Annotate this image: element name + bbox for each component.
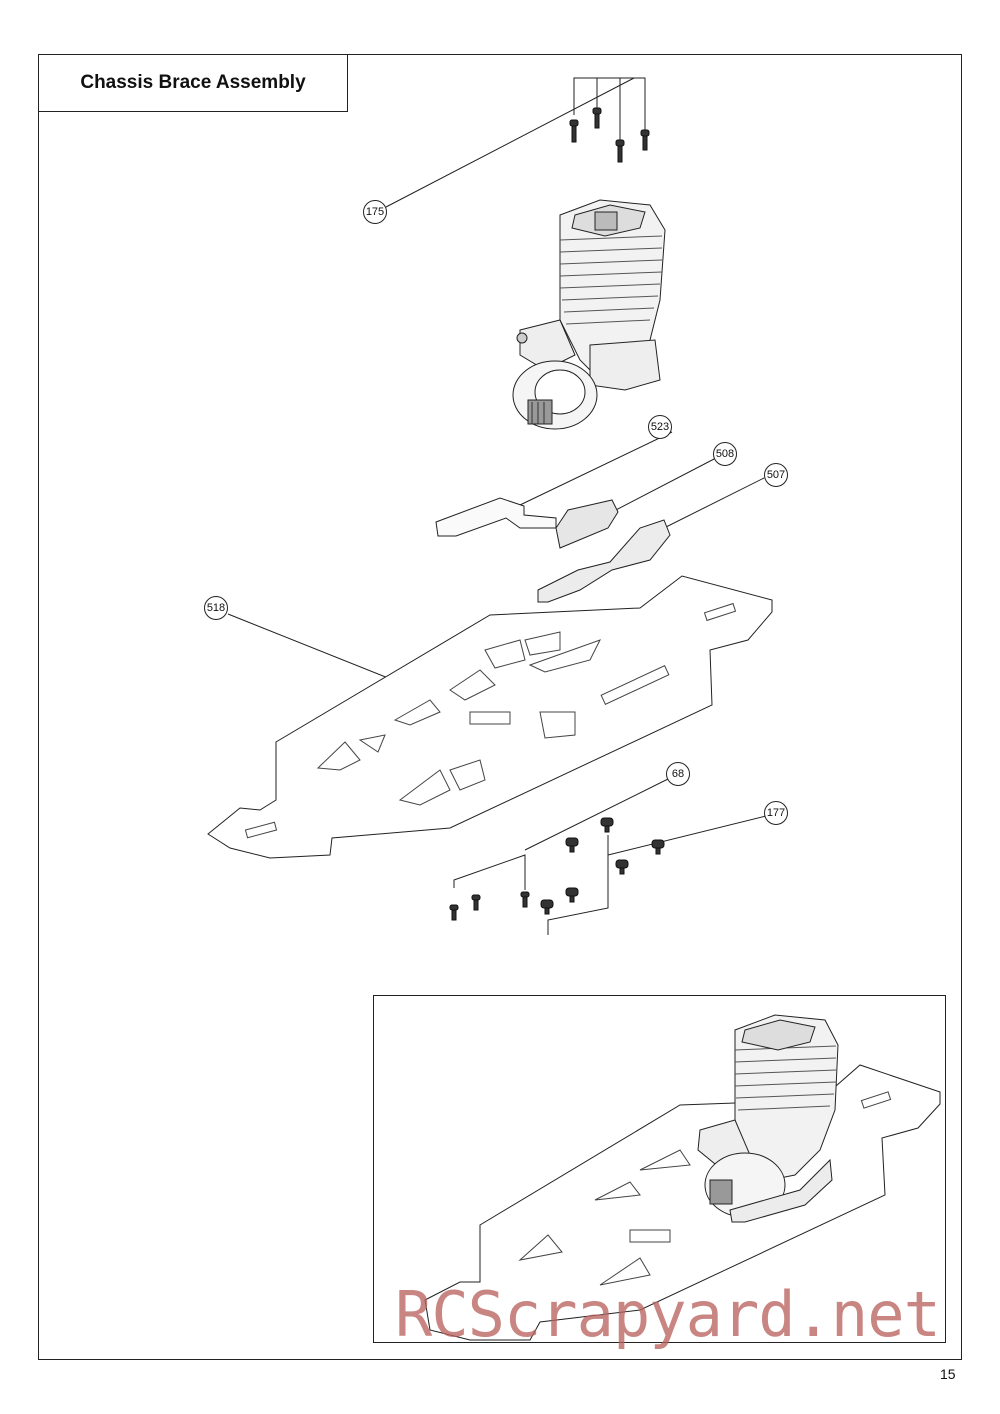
leader-508 <box>611 457 717 513</box>
leader-523 <box>519 431 673 506</box>
engine <box>512 199 666 430</box>
screws-175 <box>569 107 650 163</box>
screw-bracket-68 <box>453 854 526 890</box>
screw-bracket-top <box>573 77 646 130</box>
watermark: RCScrapyard.net <box>395 1278 941 1351</box>
callout-523: 523 <box>648 415 672 439</box>
inset-frame <box>373 995 946 1343</box>
callout-508: 508 <box>713 442 737 466</box>
callout-175: 175 <box>363 200 387 224</box>
callout-518: 518 <box>204 596 228 620</box>
part-507 <box>537 519 671 603</box>
brace-parts <box>435 497 671 603</box>
page-frame <box>38 54 962 1360</box>
screws-68-177 <box>449 817 665 921</box>
inset-assembled-view <box>424 1014 941 1341</box>
leader-518 <box>227 613 389 679</box>
title-box: Chassis Brace Assembly <box>38 54 348 112</box>
page-number: 15 <box>940 1366 956 1382</box>
leader-177 <box>607 815 767 856</box>
leader-68 <box>524 777 671 851</box>
callout-177: 177 <box>764 801 788 825</box>
callout-507: 507 <box>764 463 788 487</box>
leader-175 <box>385 77 635 208</box>
callout-68: 68 <box>666 762 690 786</box>
part-508 <box>555 499 619 549</box>
section-title: Chassis Brace Assembly <box>80 72 306 93</box>
chassis-plate-518 <box>207 575 773 859</box>
screw-bracket-177 <box>547 835 609 935</box>
part-523 <box>435 497 557 537</box>
